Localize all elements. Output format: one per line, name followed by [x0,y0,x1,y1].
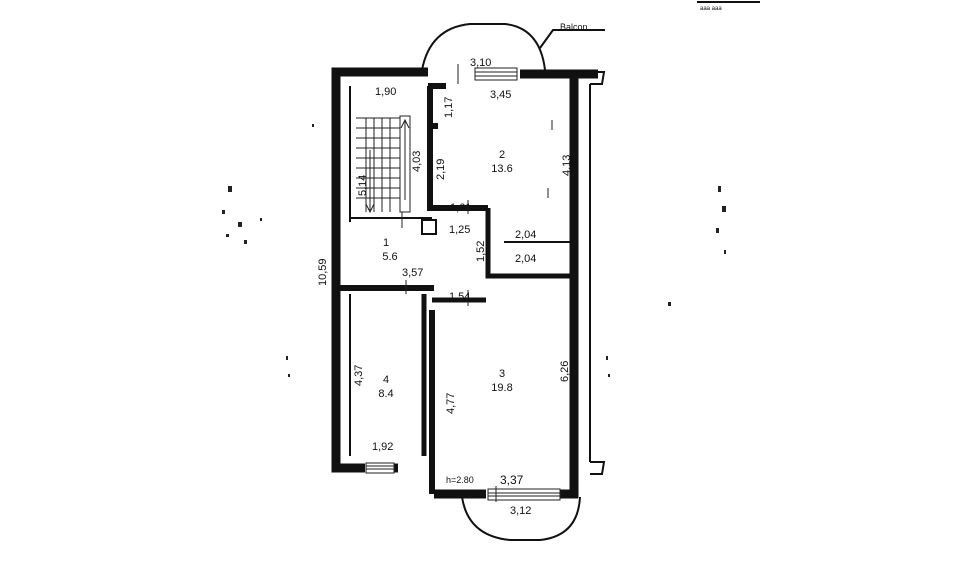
dim-corridor-right-lower: 2,04 [515,253,536,265]
room-1-area: 5.6 [382,251,397,263]
dim-room3-top-left: 1,54 [449,291,470,303]
dim-room2-left-long: 2,19 [435,159,447,180]
room-2-area: 13.6 [491,163,512,175]
dim-room3-left: 4,77 [445,393,457,414]
dim-room2-left-short: 1,17 [443,97,455,118]
room-3-number: 3 [499,368,505,380]
ceiling-height: h=2.80 [446,475,474,485]
corner-text: ааа ааа [700,6,722,12]
room-labels: 1 5.6 2 13.6 3 19.8 4 8.4 [378,149,512,400]
bottom-balcony [461,496,581,541]
dimension-labels: 3,10 1,90 3,45 1,17 4,03 2,19 5,14 4,13 … [317,57,573,517]
dim-stair-width: 1,90 [375,86,396,98]
dim-corridor-inner: 1,25 [449,224,470,236]
room-4-area: 8.4 [378,388,393,400]
dim-overall-height: 10,59 [317,258,329,286]
exterior-walls [331,67,598,499]
dim-room3-bottom: 3,37 [500,473,524,487]
dimension-ticks [401,64,553,502]
dim-room4-height: 4,37 [353,365,365,386]
room-3-area: 19.8 [491,382,512,394]
balcony-label: Balcon [560,22,588,32]
bottom-window [487,488,561,501]
room-1-number: 1 [383,237,389,249]
dim-hall-width: 3,57 [402,267,423,279]
dim-room2-top: 3,45 [490,89,511,101]
corner-mark: ааа ааа [697,1,760,12]
staircase [356,115,411,214]
room-2-number: 2 [499,149,505,161]
dim-corridor-height: 1,52 [475,241,487,262]
room4-window [365,462,395,474]
dim-room3-right: 6,26 [559,361,571,382]
dim-stair-height: 5,14 [357,175,369,196]
top-balcony: Balcon [421,22,605,71]
dim-room2-bottom-left: 1,61 [450,202,471,214]
dim-room4-bottom: 1,92 [372,441,393,453]
dim-corridor-right-upper: 2,04 [515,229,536,241]
dim-top-bay: 3,10 [470,57,491,69]
interior-walls [340,83,574,494]
scan-specks [222,124,726,377]
right-facade [589,71,606,475]
dim-bottom-bay: 3,12 [510,505,531,517]
dim-stair-wall: 4,03 [411,151,423,172]
top-window [474,67,518,81]
dim-room2-right: 4,13 [561,155,573,176]
room-4-number: 4 [383,374,389,386]
